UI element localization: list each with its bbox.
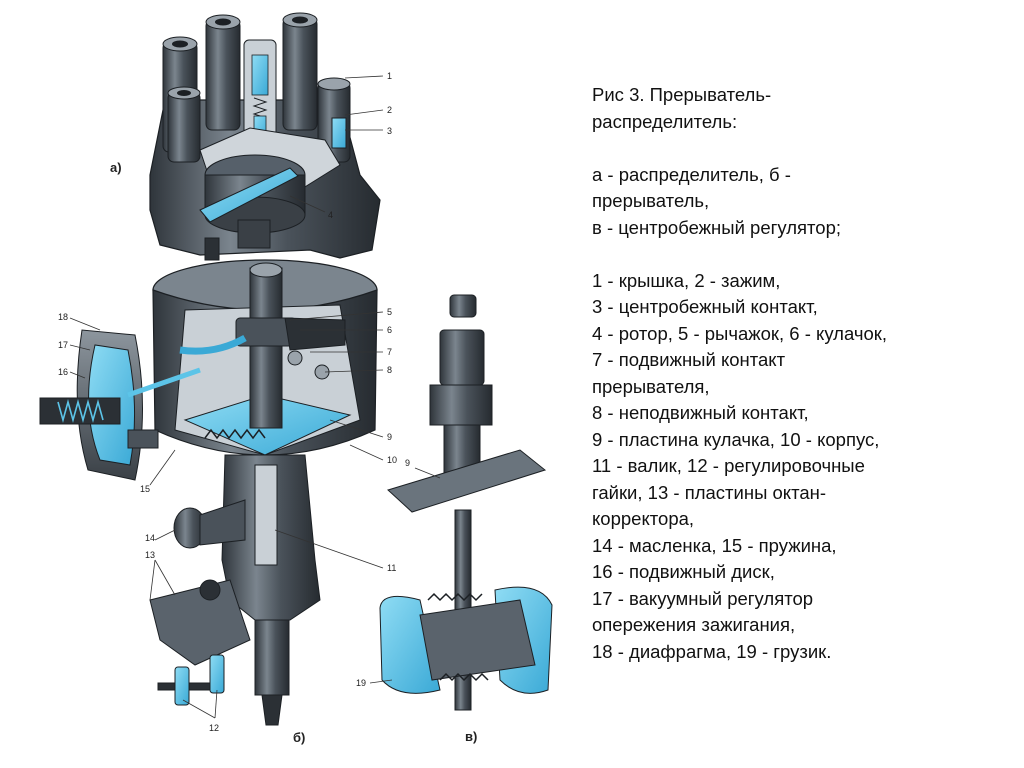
- caption-parts: а - распределитель, б - прерыватель, в -…: [592, 162, 1012, 242]
- callout-14: 14: [145, 533, 155, 543]
- callout-11: 11: [387, 563, 396, 573]
- callout-3: 3: [387, 126, 392, 136]
- centrifugal-regulator: [379, 294, 553, 711]
- callout-13: 13: [145, 550, 155, 560]
- callout-2: 2: [387, 105, 392, 115]
- breaker-housing: [149, 259, 378, 726]
- figure-caption: Рис 3. Прерыватель- распределитель: а - …: [592, 82, 1012, 665]
- callout-1: 1: [387, 71, 392, 81]
- label-section-v: в): [465, 729, 477, 744]
- caption-title: Рис 3. Прерыватель- распределитель:: [592, 82, 1012, 135]
- legend-line: 7 - подвижный контакт: [592, 349, 786, 370]
- legend-line: 11 - валик, 12 - регулировочные: [592, 455, 865, 476]
- legend-line: 8 - неподвижный контакт,: [592, 402, 809, 423]
- callout-7: 7: [387, 347, 392, 357]
- legend-line: 1 - крышка, 2 - зажим,: [592, 269, 781, 291]
- caption-title-line: распределитель:: [592, 110, 738, 132]
- callout-lines: [69, 75, 441, 719]
- label-section-b: б): [293, 730, 305, 745]
- callout-17: 17: [58, 340, 68, 350]
- distributor-cap: [149, 12, 381, 261]
- legend-line: прерывателя,: [592, 375, 710, 397]
- callout-15: 15: [140, 484, 150, 494]
- callout-labels: а) б) в) 1 2 3 4 5 6 7 8 9 10 11 12 13 1…: [58, 71, 477, 745]
- caption-title-line: Рис 3. Прерыватель-: [592, 84, 772, 105]
- legend-line: 9 - пластина кулачка, 10 - корпус,: [592, 428, 880, 450]
- callout-19: 19: [356, 678, 366, 688]
- legend-line: 3 - центробежный контакт,: [592, 296, 818, 317]
- callout-8: 8: [387, 365, 392, 375]
- legend-line: 17 - вакуумный регулятор: [592, 587, 814, 609]
- callout-9-regulator: 9: [405, 458, 410, 468]
- vacuum-regulator: [39, 329, 201, 481]
- callout-16: 16: [58, 367, 68, 377]
- caption-parts-line: прерыватель,: [592, 190, 710, 211]
- legend-line: корректора,: [592, 508, 695, 529]
- callout-12: 12: [209, 723, 219, 733]
- legend-line: опережения зажигания,: [592, 614, 796, 635]
- legend-line: 16 - подвижный диск,: [592, 561, 775, 582]
- callout-6: 6: [387, 325, 392, 335]
- caption-parts-line: а - распределитель, б -: [592, 163, 791, 185]
- callout-9: 9: [387, 432, 392, 442]
- callout-18: 18: [58, 312, 68, 322]
- legend-line: гайки, 13 - пластины октан-: [592, 481, 827, 503]
- legend-line: 4 - ротор, 5 - рычажок, 6 - кулачок,: [592, 322, 888, 344]
- caption-legend: 1 - крышка, 2 - зажим, 3 - центробежный …: [592, 268, 1012, 666]
- callout-4: 4: [328, 210, 333, 220]
- label-section-a: а): [110, 160, 122, 175]
- callout-10: 10: [387, 455, 397, 465]
- distributor-illustration: а) б) в) 1 2 3 4 5 6 7 8 9 10 11 12 13 1…: [39, 12, 553, 745]
- caption-parts-line: в - центробежный регулятор;: [592, 216, 842, 238]
- legend-line: 14 - масленка, 15 - пружина,: [592, 534, 837, 556]
- callout-5: 5: [387, 307, 392, 317]
- legend-line: 18 - диафрагма, 19 - грузик.: [592, 640, 832, 662]
